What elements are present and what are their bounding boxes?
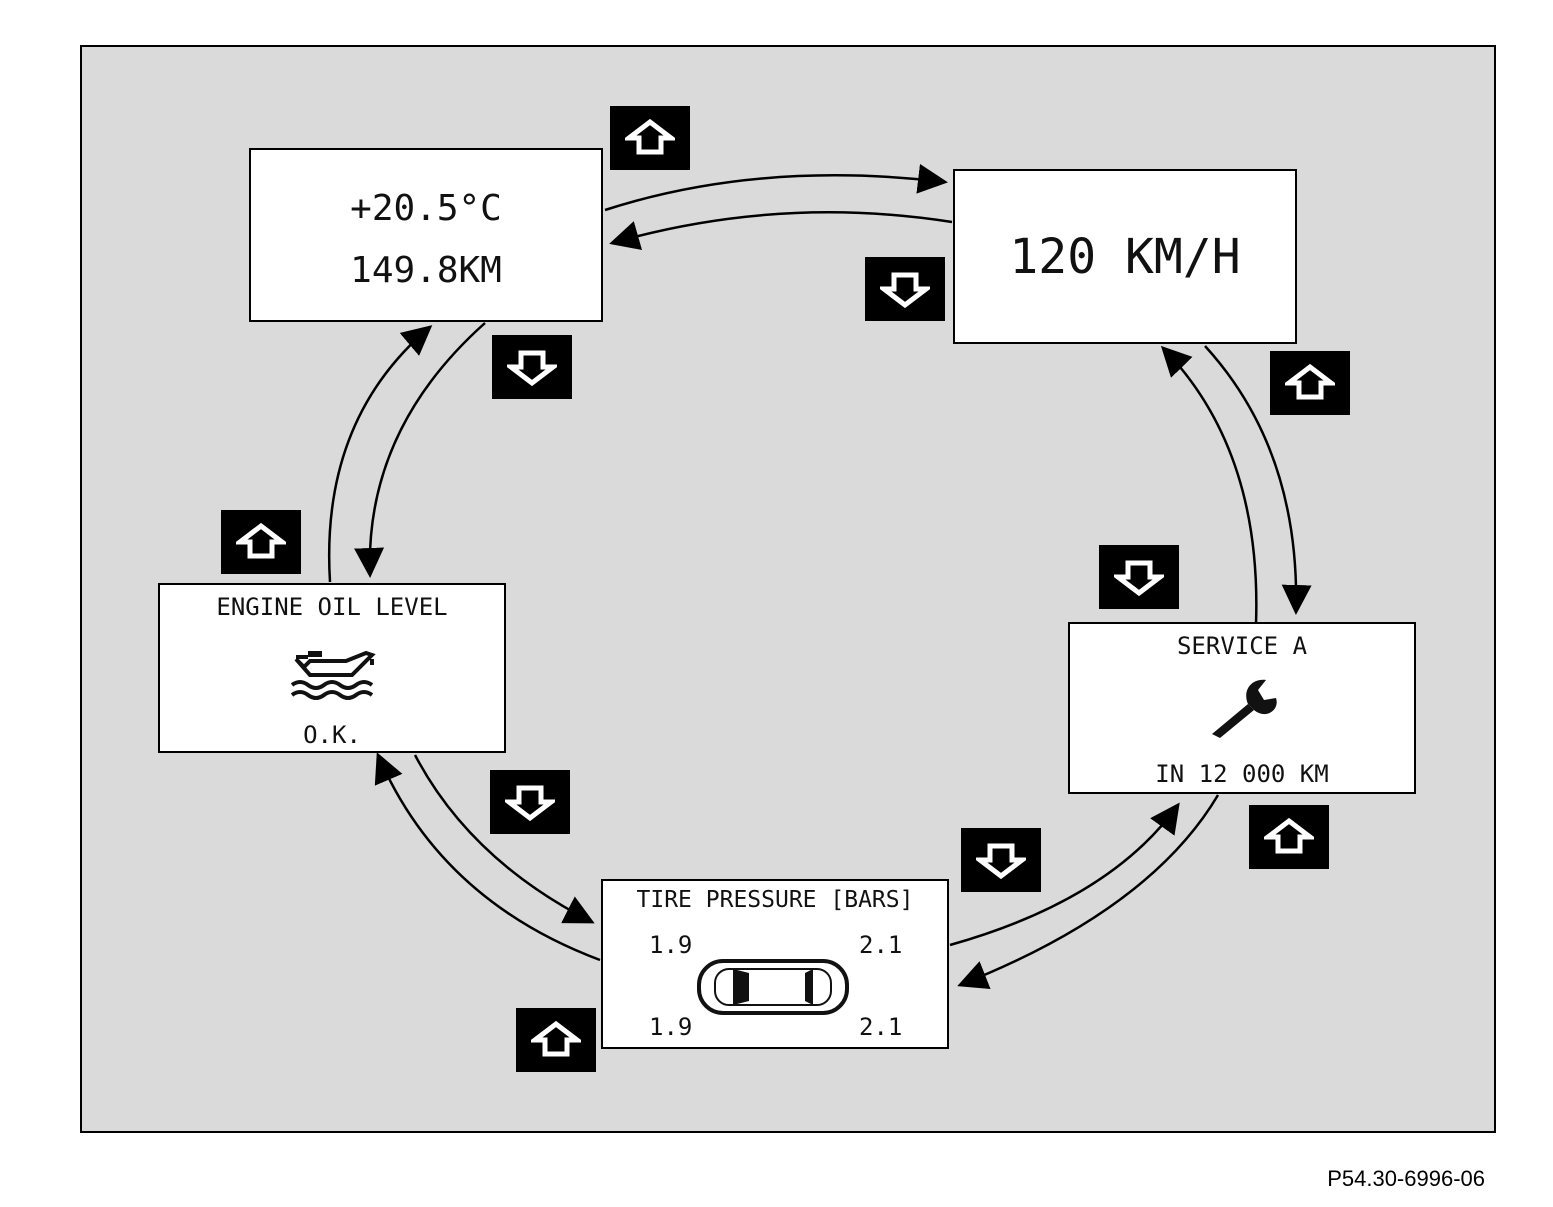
arrow-down-button-icon[interactable] (492, 335, 572, 399)
arrow-down-button-icon[interactable] (1099, 545, 1179, 609)
arrow-up-button-icon[interactable] (1249, 805, 1329, 869)
arrow-temp-to-speed (604, 163, 948, 212)
arrow-down-button-icon[interactable] (865, 257, 945, 321)
arrow-down-button-icon[interactable] (961, 828, 1041, 892)
wrench-icon (1208, 676, 1284, 744)
arrow-oil-to-temp (328, 325, 433, 583)
arrow-temp-to-oil (354, 322, 486, 578)
oil-title: ENGINE OIL LEVEL (216, 593, 448, 621)
arrow-up-button-icon[interactable] (516, 1008, 596, 1072)
trip-distance: 149.8KM (350, 250, 502, 291)
oil-can-icon (290, 645, 380, 705)
service-due-distance: IN 12 000 KM (1155, 760, 1329, 788)
screen-temperature-trip: +20.5°C 149.8KM (249, 148, 603, 322)
arrow-down-button-icon[interactable] (490, 770, 570, 834)
arrow-tire-to-service (949, 802, 1180, 947)
arrow-service-to-tire (957, 794, 1220, 990)
tire-rear-right: 2.1 (859, 1013, 903, 1041)
arrow-up-button-icon[interactable] (610, 106, 690, 170)
tire-front-right: 2.1 (859, 931, 903, 959)
screen-tire-pressure: TIRE PRESSURE [BARS] 1.9 2.1 1.9 2.1 (601, 879, 949, 1049)
tire-front-left: 1.9 (649, 931, 693, 959)
car-top-view-icon (695, 955, 851, 1023)
figure-reference-number: P54.30-6996-06 (1327, 1166, 1485, 1191)
arrow-up-button-icon[interactable] (221, 510, 301, 574)
arrow-speed-to-temp (609, 211, 953, 251)
tire-rear-left: 1.9 (649, 1013, 693, 1041)
arrow-speed-to-service (1204, 345, 1312, 615)
screen-speed: 120 KM/H (953, 169, 1297, 344)
service-title: SERVICE A (1176, 632, 1308, 660)
speed-readout: 120 KM/H (1009, 229, 1241, 285)
arrow-tire-to-oil (374, 752, 601, 962)
outside-temperature: +20.5°C (350, 188, 502, 229)
arrow-oil-to-tire (413, 754, 595, 924)
screen-engine-oil: ENGINE OIL LEVEL O.K. (158, 583, 506, 753)
tire-pressure-title: TIRE PRESSURE [BARS] (636, 887, 914, 913)
arrow-up-button-icon[interactable] (1270, 351, 1350, 415)
screen-service: SERVICE A IN 12 000 KM (1068, 622, 1416, 794)
oil-status: O.K. (303, 721, 361, 749)
arrow-service-to-speed (1160, 345, 1258, 625)
